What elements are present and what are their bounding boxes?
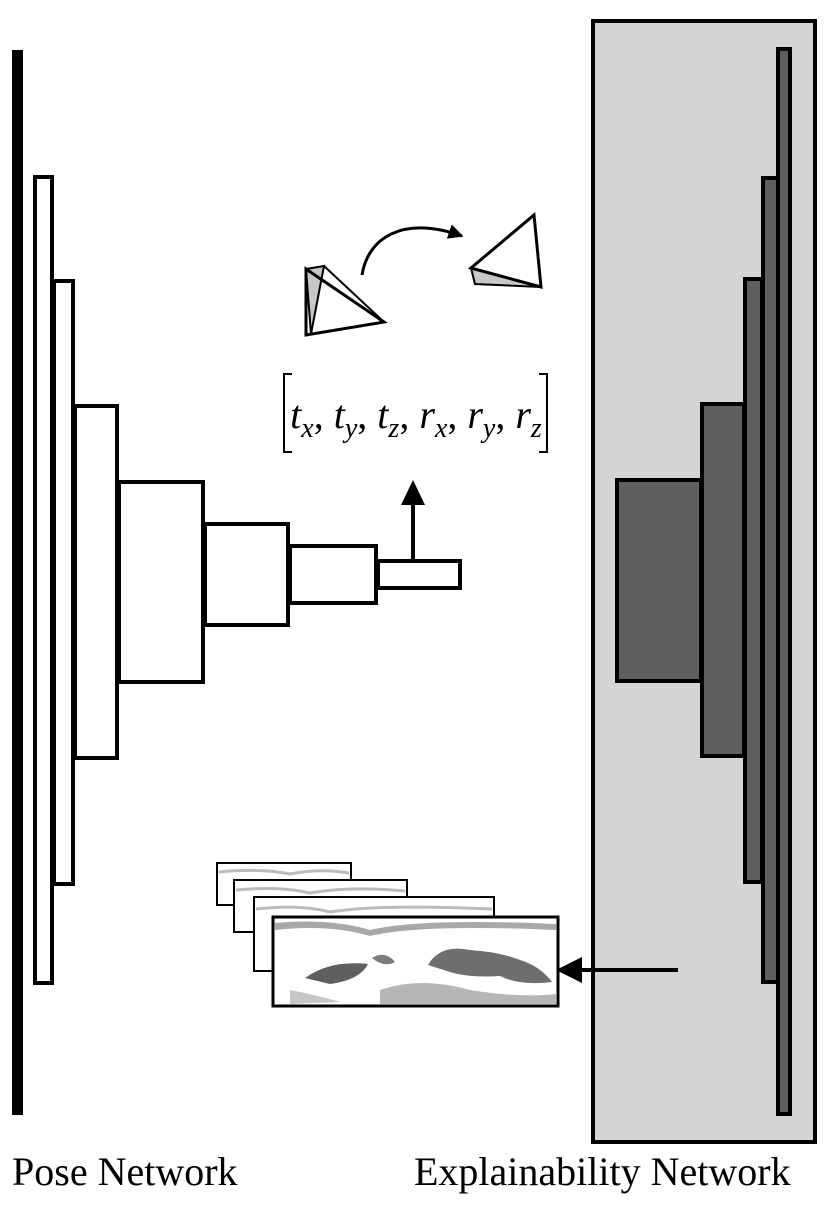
explainability-masks [216,862,560,1008]
mask-top-band [275,921,556,936]
explainability-network [556,19,817,1144]
left-arrow-head [556,957,582,983]
explain-layer-5 [776,47,792,1116]
pose-vector-text: tx, ty, tz, rx, ry, rz [290,392,542,444]
pose-layer-6 [288,544,378,605]
pose-symbol-ry: r [467,392,483,437]
pose-subscript-x: x [434,413,448,444]
explain-layer-2 [700,402,746,758]
pose-input-bar [12,50,23,1115]
camera-frustum-icon [304,264,388,337]
explain-layer-3 [743,277,764,884]
pose-network-label: Pose Network [12,1149,238,1194]
camera-frustum-icon-2 [467,212,543,290]
mask-blob-4 [380,983,556,1004]
explain-layer-1 [615,478,703,683]
pose-vector: tx, ty, tz, rx, ry, rz [283,373,548,453]
left-bracket [283,373,292,453]
mask-blob-5 [290,990,340,1004]
pose-symbol-rx: r [419,392,435,437]
right-bracket [539,373,548,453]
camera-body [304,266,388,337]
pose-subscript-z: z [530,413,542,444]
up-arrow-head [401,480,425,505]
mask-4-texture [275,921,556,1004]
mask-1-texture [218,868,350,876]
pose-layer-2 [52,279,75,886]
pose-layer-5 [203,522,290,627]
mask-2-texture [235,887,406,895]
pose-symbol-tx: t [290,392,302,437]
pose-subscript-x: x [300,413,314,444]
pose-subscript-z: z [387,413,399,444]
pose-symbol-rz: r [515,392,531,437]
mask-blob-2 [372,954,395,965]
pose-symbol-tz: t [377,392,389,437]
camera-body [467,212,543,290]
pose-layer-4 [117,480,205,684]
pose-subscript-y: y [342,413,358,444]
mask-3-texture [255,905,493,914]
explainability-network-label: Explainability Network [414,1149,791,1194]
camera-edge [323,265,385,323]
pose-network [12,50,462,1115]
curved-motion-arrow-icon [360,224,464,276]
pose-layer-7 [376,559,462,590]
camera-face [304,264,326,335]
pose-subscript-y: y [480,413,496,444]
pose-layer-1 [33,175,54,985]
pose-symbol-ty: t [334,392,346,437]
mask-blob-1 [305,963,368,984]
pose-layer-3 [73,404,119,760]
mask-blob-3 [428,948,552,984]
